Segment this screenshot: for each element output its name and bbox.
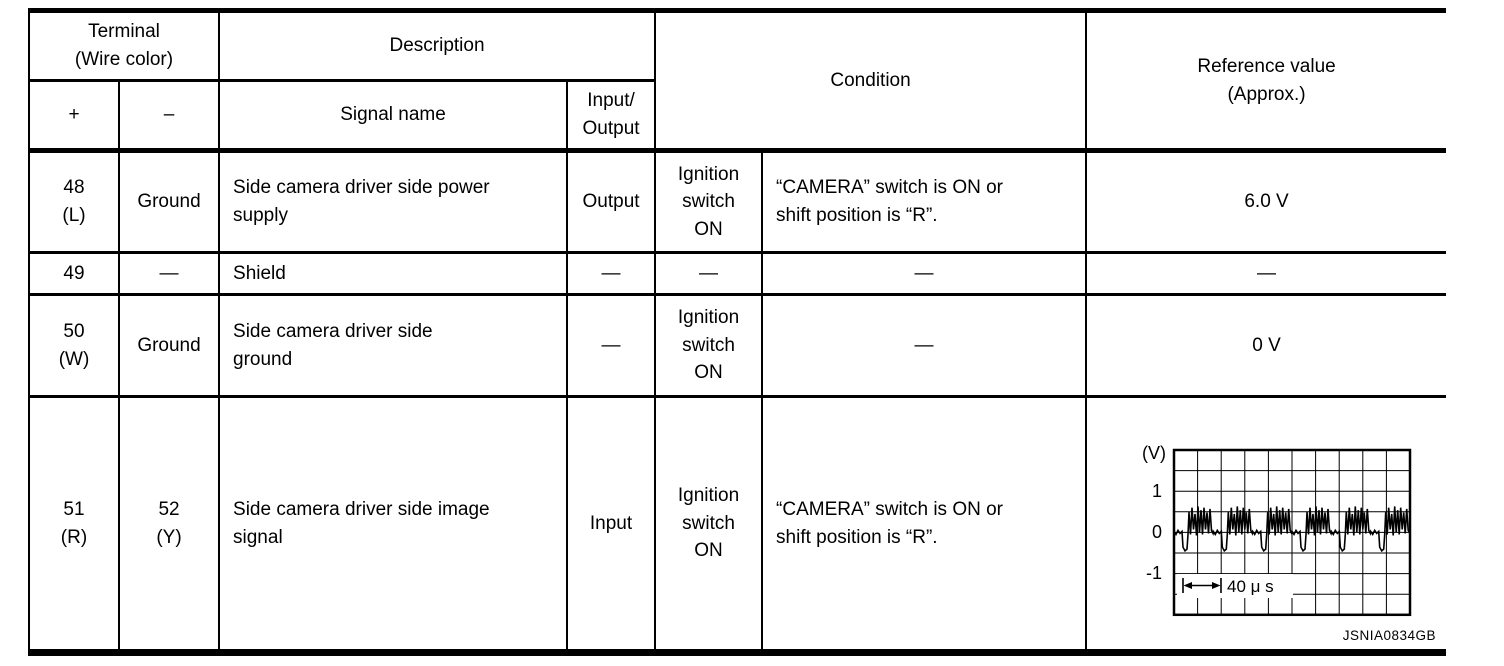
header-signal-name: Signal name	[218, 79, 569, 153]
cell-signal-name: Side camera driver side ground	[218, 293, 569, 398]
cell-condition-detail: —	[761, 251, 1088, 296]
cell-terminal-plus: 49	[28, 251, 120, 296]
cell-condition-switch: Ignition switch ON	[654, 149, 764, 254]
header-terminal-wire-color: Terminal (Wire color)	[27, 9, 221, 82]
cell-terminal-minus: Ground	[117, 293, 221, 398]
header-description: Description	[218, 9, 657, 82]
cell-signal-name: Shield	[218, 251, 569, 296]
cell-condition-switch: Ignition switch ON	[654, 293, 764, 398]
cell-condition-detail: —	[761, 293, 1088, 398]
scope-ytick-neg1: -1	[1146, 563, 1162, 583]
cell-input-output: —	[566, 293, 657, 398]
scope-unit-label: (V)	[1142, 444, 1166, 463]
figure-id: JSNIA0834GB	[1342, 628, 1437, 644]
cell-signal-name: Side camera driver side image signal	[218, 395, 569, 654]
header-row-2: + – Signal name Input/ Output	[28, 79, 1446, 153]
cell-input-output: Input	[566, 395, 657, 654]
scope-ytick-1: 1	[1152, 481, 1162, 501]
cell-terminal-minus: Ground	[117, 149, 221, 254]
table-row-terminal-48: 48 (L) Ground Side camera driver side po…	[28, 149, 1447, 254]
cell-condition-switch: —	[654, 251, 764, 296]
scope-time-scale-annotation: 40 μ s	[1176, 574, 1293, 598]
header-terminal-plus: +	[28, 79, 120, 153]
cell-terminal-minus: —	[117, 251, 221, 296]
cell-terminal-plus: 51 (R)	[28, 395, 120, 654]
cell-input-output: —	[566, 251, 657, 296]
cell-condition-detail: “CAMERA” switch is ON or shift position …	[761, 395, 1088, 654]
header-terminal-minus: –	[117, 79, 221, 153]
scope-waveform-trace	[1172, 506, 1411, 553]
cell-input-output: Output	[566, 149, 657, 254]
scope-ytick-0: 0	[1152, 522, 1162, 542]
cell-reference-value: —	[1085, 251, 1447, 296]
oscilloscope-figure: (V) 1 0 -1 40 μ s	[1088, 444, 1446, 640]
cell-terminal-plus: 50 (W)	[28, 293, 120, 398]
table-row-terminal-49: 49 — Shield — — — —	[28, 251, 1447, 296]
cell-terminal-minus: 52 (Y)	[117, 395, 221, 654]
terminal-spec-table: Terminal (Wire color) Description Condit…	[27, 8, 1447, 656]
cell-reference-value: 6.0 V	[1085, 149, 1447, 254]
header-reference-value: Reference value (Approx.)	[1085, 9, 1447, 153]
cell-condition-detail: “CAMERA” switch is ON or shift position …	[761, 149, 1088, 254]
cell-terminal-plus: 48 (L)	[28, 149, 120, 254]
cell-signal-name: Side camera driver side power supply	[218, 149, 569, 254]
header-row-1: Terminal (Wire color) Description Condit…	[27, 9, 1447, 153]
scope-time-scale-label: 40 μ s	[1227, 577, 1274, 596]
table-row-terminal-51: 51 (R) 52 (Y) Side camera driver side im…	[28, 395, 1447, 654]
cell-reference-value: 0 V	[1085, 293, 1447, 398]
table-row-terminal-50: 50 (W) Ground Side camera driver side gr…	[28, 293, 1447, 398]
cell-condition-switch: Ignition switch ON	[654, 395, 764, 654]
header-input-output: Input/ Output	[566, 79, 657, 153]
cell-reference-waveform: (V) 1 0 -1 40 μ s	[1085, 395, 1447, 654]
oscilloscope-svg: (V) 1 0 -1 40 μ s	[1142, 444, 1411, 617]
header-condition: Condition	[654, 9, 1088, 153]
